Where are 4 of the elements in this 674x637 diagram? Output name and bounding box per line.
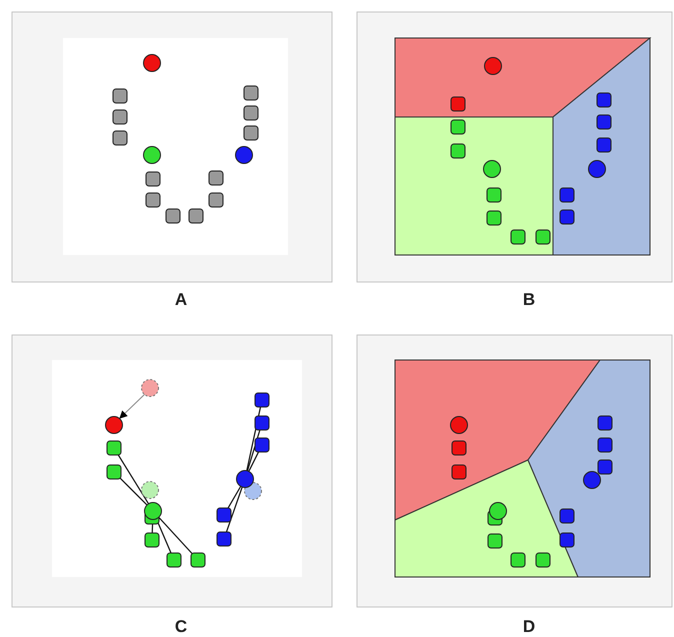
panel-label: A: [174, 290, 188, 310]
panel-label: B: [522, 290, 536, 310]
panel-label: C: [174, 617, 188, 637]
panel-label: D: [522, 617, 536, 637]
